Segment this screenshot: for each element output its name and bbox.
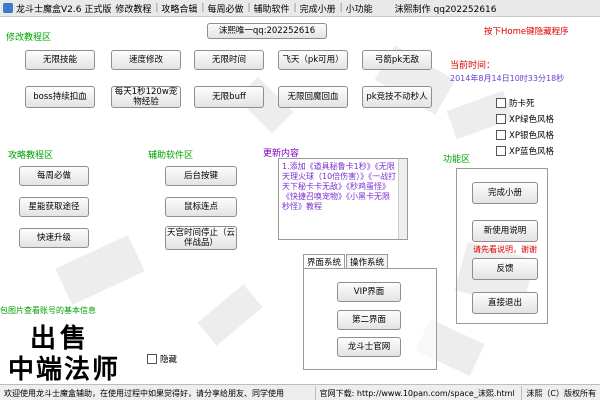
xp-silver-checkbox[interactable]: XP银色风格 (496, 129, 554, 141)
modify-section-title: 修改教程区 (6, 33, 52, 43)
menu-separator: | (155, 3, 159, 13)
menu-separator: | (293, 3, 297, 13)
unlimited-regen-button[interactable]: 无限回魔回血 (278, 86, 348, 108)
tab-operation-system[interactable]: 操作系统 (346, 254, 389, 269)
author-label: 沫熙制作 qq202252616 (394, 4, 497, 15)
menu-separator: | (201, 3, 205, 13)
mouse-click-button[interactable]: 鼠标连点 (165, 197, 237, 217)
exit-button[interactable]: 直接退出 (472, 292, 538, 314)
menu-weekly[interactable]: 每周必做 (207, 4, 244, 15)
menu-guide-collection[interactable]: 攻略合辑 (161, 4, 198, 15)
app-title: 龙斗士魔盒V2.6 正式版 (16, 4, 112, 15)
menu-separator: | (339, 3, 343, 13)
menu-finish-booklet[interactable]: 完成小册 (299, 4, 336, 15)
qq-contact-button[interactable]: 沫熙唯一qq:202252616 (207, 23, 327, 39)
finish-booklet-button[interactable]: 完成小册 (472, 182, 538, 204)
update-content-box[interactable]: 1.添加《道具秘鲁卡1秒》《无限天理火球（10倍伤害）》《一战打天下秘卡卡无敌》… (278, 158, 408, 240)
checkbox-label: XP银色风格 (509, 131, 554, 141)
status-welcome: 欢迎使用龙斗士魔盒辅助，在使用过程中如果觉得好，请分享给朋友、同学使用 (0, 386, 316, 400)
checkbox-label: XP蓝色风格 (509, 147, 554, 157)
status-bar: 欢迎使用龙斗士魔盒辅助，在使用过程中如果觉得好，请分享给朋友、同学使用 官网下载… (0, 384, 600, 400)
sale-line-2: 中端法师 (8, 355, 121, 385)
current-time-value: 2014年8月14日10时33分18秒 (450, 74, 565, 83)
function-section-title: 功能区 (443, 155, 471, 165)
unlimited-skill-button[interactable]: 无限技能 (25, 50, 95, 70)
unlimited-time-button[interactable]: 无限时间 (194, 50, 264, 70)
account-info-title: 包图片查看账号的基本信息 (0, 306, 96, 315)
boss-bleed-button[interactable]: boss持续扣血 (25, 86, 95, 108)
pk-instant-kill-button[interactable]: pk竞技不动秒人 (362, 86, 432, 108)
fast-level-button[interactable]: 快速升级 (19, 228, 89, 248)
background-key-button[interactable]: 后台按键 (165, 166, 237, 186)
system-tabs: 界面系统 操作系统 (303, 254, 389, 269)
unlimited-buff-button[interactable]: 无限buff (194, 86, 264, 108)
weekly-guide-button[interactable]: 每周必做 (19, 166, 89, 186)
menu-small-functions[interactable]: 小功能 (345, 4, 373, 15)
xp-blue-checkbox[interactable]: XP蓝色风格 (496, 145, 554, 157)
update-content-text: 1.添加《道具秘鲁卡1秒》《无限天理火球（10倍伤害）》《一战打天下秘卡卡无敌》… (282, 162, 397, 211)
notice-text: 请先看说明，谢谢 (473, 245, 537, 254)
checkbox-box (496, 146, 506, 156)
menu-assist-software[interactable]: 辅助软件 (253, 4, 290, 15)
update-section-title: 更新内容 (263, 149, 300, 159)
hide-checkbox[interactable]: 隐藏 (147, 353, 177, 365)
app-icon (3, 3, 13, 13)
second-ui-button[interactable]: 第二界面 (337, 310, 401, 330)
menu-modify-tutorial[interactable]: 修改教程 (115, 4, 152, 15)
guide-section-title: 攻略教程区 (8, 151, 54, 161)
hide-hint: 按下Home键隐藏程序 (484, 27, 569, 37)
title-bar: 龙斗士魔盒V2.6 正式版 修改教程 | 攻略合辑 | 每周必做 | 辅助软件 … (0, 0, 600, 17)
star-energy-button[interactable]: 星能获取途径 (19, 197, 89, 217)
function-group (456, 168, 548, 324)
bow-invincible-button[interactable]: 弓箭pk无敌 (362, 50, 432, 70)
status-copyright: 沫熙（C）版权所有 (526, 388, 596, 398)
time-stop-button[interactable]: 天宫时间停止（云伴战品） (165, 226, 237, 250)
menu-separator: | (247, 3, 251, 13)
tab-ui-system[interactable]: 界面系统 (303, 254, 346, 269)
checkbox-box (496, 98, 506, 108)
new-instructions-button[interactable]: 新使用说明 (472, 220, 538, 242)
background-shard (197, 284, 263, 346)
assist-section-title: 辅助软件区 (148, 151, 194, 161)
update-scrollbar[interactable] (398, 159, 407, 239)
sale-line-1: 出售 (30, 324, 91, 354)
official-site-button[interactable]: 龙斗士官网 (337, 337, 401, 357)
current-time-label: 当前时间： (450, 61, 496, 71)
vip-ui-button[interactable]: VIP界面 (337, 282, 401, 302)
feedback-button[interactable]: 反馈 (472, 258, 538, 280)
checkbox-box (496, 130, 506, 140)
checkbox-box (496, 114, 506, 124)
xp-green-checkbox[interactable]: XP绿色风格 (496, 113, 554, 125)
anti-freeze-checkbox[interactable]: 防卡死 (496, 97, 535, 109)
checkbox-label: 防卡死 (509, 99, 535, 109)
status-download: 官网下载: http://www.10pan.com/space_沫熙.html (316, 386, 523, 400)
speed-modify-button[interactable]: 速度修改 (111, 50, 181, 70)
checkbox-label: 隐藏 (160, 355, 178, 365)
pet-exp-button[interactable]: 每天1秒120w宠物经验 (111, 86, 181, 108)
checkbox-label: XP绿色风格 (509, 115, 554, 125)
checkbox-box (147, 354, 157, 364)
fly-button[interactable]: 飞天（pk可用） (278, 50, 348, 70)
